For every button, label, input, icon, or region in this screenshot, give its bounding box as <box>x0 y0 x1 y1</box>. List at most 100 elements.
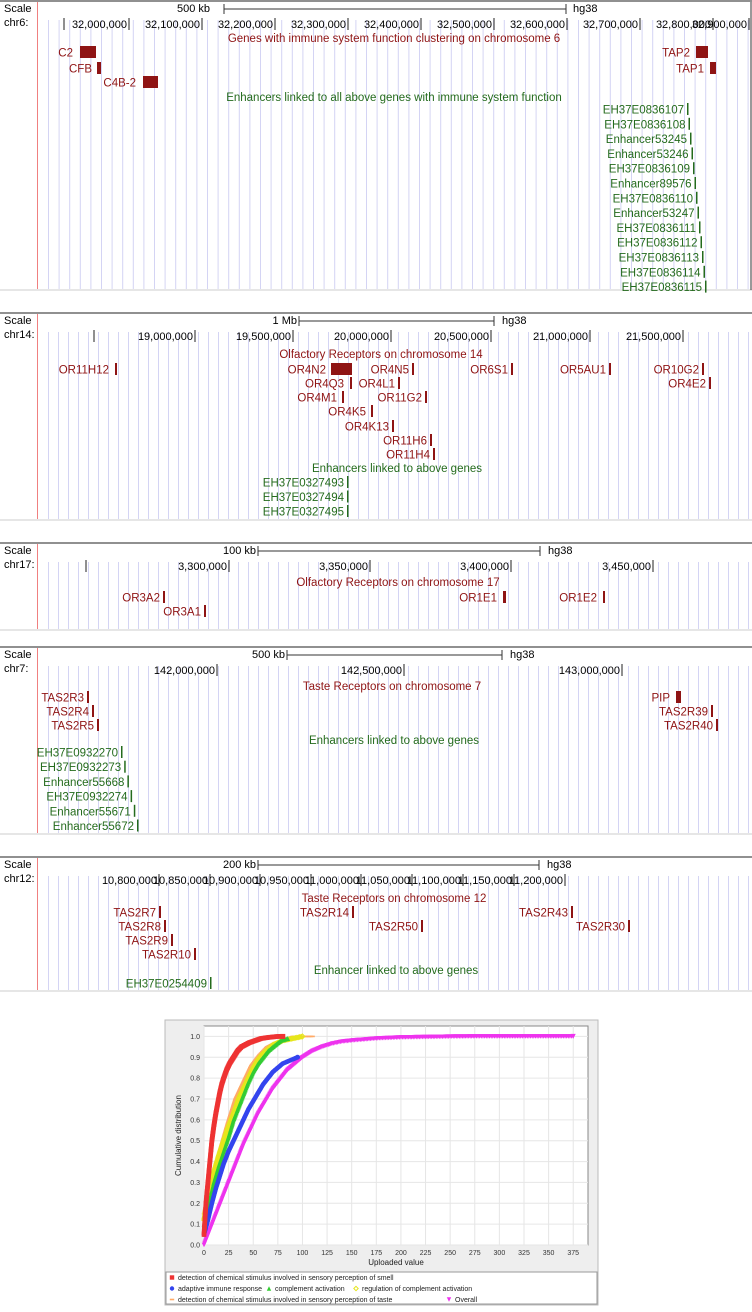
gene-feature[interactable] <box>571 906 573 918</box>
gene-feature[interactable] <box>80 46 96 58</box>
gene-feature[interactable] <box>511 363 513 375</box>
enhancer-feature[interactable] <box>347 505 349 517</box>
x-tick-label: 0 <box>202 1250 206 1257</box>
tick-label: 19,000,000 <box>138 331 193 343</box>
enhancer-feature[interactable] <box>688 117 691 130</box>
gene-feature[interactable] <box>628 920 630 932</box>
enhancer-feature[interactable] <box>694 177 697 189</box>
legend-label: adaptive immune response <box>178 1286 262 1293</box>
gene-feature[interactable] <box>696 46 708 58</box>
gene-feature[interactable] <box>716 719 718 731</box>
enhancer-feature[interactable] <box>700 236 703 249</box>
data-point <box>295 1054 301 1060</box>
gene-feature[interactable] <box>194 948 196 960</box>
gene-feature[interactable] <box>92 705 94 717</box>
gene-feature[interactable] <box>711 705 713 717</box>
enhancer-feature[interactable] <box>705 280 707 293</box>
gene-feature[interactable] <box>87 691 89 703</box>
enhancer-feature[interactable] <box>703 265 706 278</box>
assembly-label: hg38 <box>510 649 534 661</box>
gene-feature[interactable] <box>371 405 373 417</box>
x-tick-label: 350 <box>543 1250 555 1257</box>
enhancer-feature[interactable] <box>697 206 700 219</box>
enhancer-feature[interactable] <box>693 162 695 175</box>
data-point <box>244 1073 250 1076</box>
data-point <box>215 1158 220 1160</box>
x-axis-label: Uploaded value <box>368 1258 424 1267</box>
gene-feature[interactable] <box>430 434 432 446</box>
gene-feature[interactable] <box>331 363 352 375</box>
gene-feature[interactable] <box>163 591 165 603</box>
gene-feature[interactable] <box>425 391 427 403</box>
gene-feature[interactable] <box>171 934 173 946</box>
enhancer-feature[interactable] <box>699 221 701 234</box>
tick-label: 10,900,000 <box>203 875 258 887</box>
gene-feature[interactable] <box>204 605 206 617</box>
gene-feature[interactable] <box>412 363 414 375</box>
gene-feature[interactable] <box>143 76 158 88</box>
gene-feature[interactable] <box>702 363 704 375</box>
enhancer-feature[interactable] <box>690 132 692 145</box>
enhancer-label: EH37E0327494 <box>263 492 345 504</box>
enhancer-feature[interactable] <box>130 790 133 803</box>
enhancer-feature[interactable] <box>347 490 349 503</box>
enhancer-feature[interactable] <box>696 191 698 204</box>
tick-label: 32,300,000 <box>291 19 346 31</box>
legend-label: complement activation <box>275 1286 345 1293</box>
enhancer-feature[interactable] <box>210 977 212 989</box>
gene-feature[interactable] <box>342 391 344 403</box>
assembly-label: hg38 <box>547 859 571 871</box>
x-tick-label: 25 <box>225 1250 233 1257</box>
gene-feature[interactable] <box>164 920 166 932</box>
gene-feature[interactable] <box>159 906 161 918</box>
gene-feature[interactable] <box>603 591 605 603</box>
tick-label: 32,800,000 <box>656 19 711 31</box>
gene-label: CFB <box>69 64 92 76</box>
gene-feature[interactable] <box>676 691 681 703</box>
legend-label: regulation of complement activation <box>362 1286 472 1293</box>
enhancer-feature[interactable] <box>124 760 126 773</box>
gene-label: OR4Q3 <box>305 379 344 391</box>
tick-label: 142,500,000 <box>341 665 402 677</box>
x-tick-label: 275 <box>469 1250 481 1257</box>
y-tick-label: 1.0 <box>190 1034 200 1041</box>
gene-feature[interactable] <box>710 62 716 74</box>
gene-feature[interactable] <box>421 920 423 932</box>
x-tick-label: 300 <box>494 1250 506 1257</box>
data-point <box>280 1033 286 1039</box>
x-tick-label: 125 <box>321 1250 333 1257</box>
gene-feature[interactable] <box>350 377 352 389</box>
data-point <box>235 1093 240 1096</box>
gene-feature[interactable] <box>97 62 101 74</box>
enhancer-feature[interactable] <box>347 476 349 488</box>
enhancer-feature[interactable] <box>687 103 689 115</box>
enhancer-feature[interactable] <box>127 775 129 788</box>
enhancer-feature[interactable] <box>121 746 123 758</box>
scale-label: Scale <box>4 859 32 871</box>
gene-label: TAS2R5 <box>51 721 94 733</box>
gene-feature[interactable] <box>503 591 506 603</box>
gene-label: TAS2R7 <box>113 908 156 920</box>
gene-feature[interactable] <box>709 377 711 389</box>
tick-label: 20,000,000 <box>334 331 389 343</box>
enhancer-feature[interactable] <box>137 819 139 832</box>
gene-feature[interactable] <box>392 420 394 432</box>
gene-label: TAS2R8 <box>118 922 161 934</box>
gene-feature[interactable] <box>609 363 611 375</box>
data-point <box>570 1033 576 1039</box>
tick-label: 11,000,000 <box>305 875 359 887</box>
gene-feature[interactable] <box>352 906 354 918</box>
gene-feature[interactable] <box>115 363 117 375</box>
gene-feature[interactable] <box>433 448 435 460</box>
scale-label: Scale <box>4 649 32 661</box>
enhancer-feature[interactable] <box>133 804 136 817</box>
enhancer-feature[interactable] <box>691 147 694 160</box>
enhancer-feature[interactable] <box>702 251 704 263</box>
tick-label: 143,000,000 <box>559 665 620 677</box>
gene-feature[interactable] <box>97 719 99 731</box>
enhancer-label: EH37E0327495 <box>263 507 344 519</box>
x-tick-label: 375 <box>567 1250 579 1257</box>
enhancer-track-title: Enhancers linked to above genes <box>309 735 479 747</box>
gene-feature[interactable] <box>398 377 400 389</box>
